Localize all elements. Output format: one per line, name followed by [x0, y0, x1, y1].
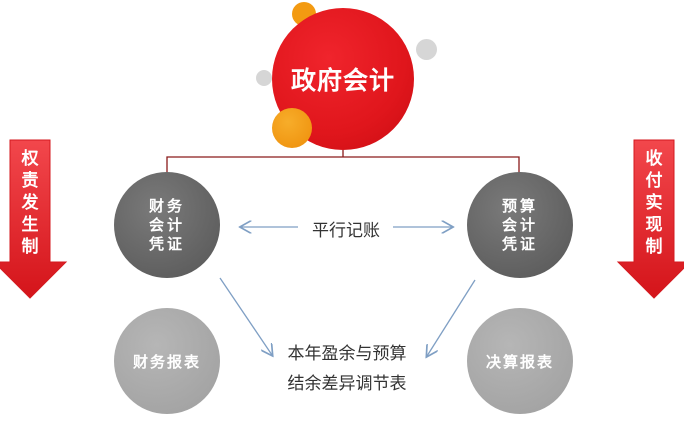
financial-voucher-circle: 财务 会计 凭证 [114, 172, 220, 278]
financial-voucher-line-3: 凭证 [148, 234, 185, 253]
left-accrual-arrow [0, 139, 68, 299]
main-circle-label: 政府会计 [290, 66, 395, 95]
main-connector [166, 150, 520, 174]
financial-report-label: 财务报表 [132, 352, 201, 371]
financial-report-circle: 财务报表 [114, 308, 220, 414]
reconciliation-note-line-2: 结余差异调节表 [287, 374, 407, 394]
financial-voucher-line-1: 财务 [148, 196, 185, 215]
budget-voucher-circle: 预算 会计 凭证 [467, 172, 573, 278]
gray-dot-left [256, 70, 272, 86]
final-accounts-label: 决算报表 [485, 352, 554, 371]
reconciliation-note-line-1: 本年盈余与预算 [287, 344, 407, 364]
budget-voucher-line-3: 凭证 [501, 234, 538, 253]
cash-basis-label: 收 付 实 现 制 [645, 149, 663, 257]
gray-dot-right [416, 39, 437, 60]
final-accounts-circle: 决算报表 [467, 308, 573, 414]
budget-voucher-line-1: 预算 [501, 196, 538, 215]
reconciliation-note: 本年盈余与预算 结余差异调节表 [266, 339, 428, 399]
left-diagonal-arrow [219, 277, 272, 355]
parallel-accounting-label: 平行记账 [312, 221, 380, 241]
accrual-basis-label: 权 责 发 生 制 [21, 149, 39, 257]
financial-voucher-line-2: 会计 [148, 215, 185, 234]
right-cash-arrow [616, 139, 684, 299]
government-accounting-circle: 政府会计 [272, 8, 414, 150]
right-diagonal-arrow [427, 279, 476, 356]
orange-dot-large [272, 108, 312, 148]
budget-voucher-line-2: 会计 [501, 215, 538, 234]
